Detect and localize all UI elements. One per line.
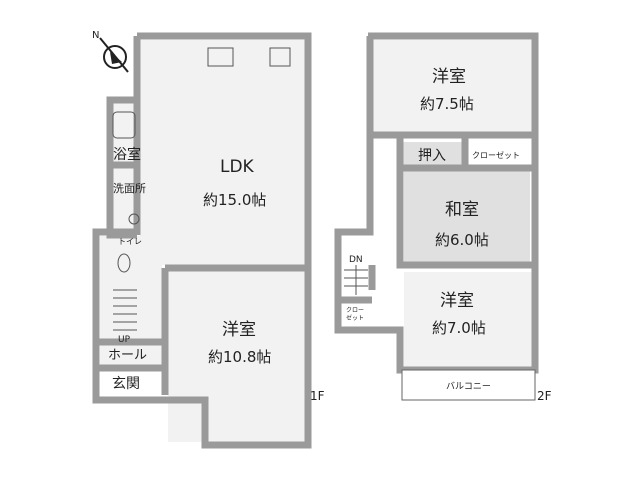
western-top-name: 洋室 (432, 67, 466, 87)
washroom-name: 洗面所 (113, 182, 146, 195)
washing-machine-icon (128, 213, 140, 225)
western-bottom-size: 約7.0帖 (432, 319, 486, 337)
western-1f-name: 洋室 (222, 320, 256, 340)
western-bottom-name: 洋室 (440, 291, 474, 311)
closet-1-name: クローゼット (472, 150, 520, 160)
stairs-2f (344, 265, 368, 295)
balcony (401, 369, 536, 401)
sink-icon (207, 47, 234, 67)
toilet-name: トイレ (118, 237, 142, 246)
compass-north-label: N (92, 30, 99, 41)
stairs-up-label: UP (118, 335, 131, 345)
stove-icon (269, 47, 291, 67)
toilet-icon (117, 253, 131, 273)
stairs-dn-label: DN (349, 255, 363, 265)
floor-2-label: 2F (537, 389, 552, 403)
floor-1-label: 1F (310, 389, 325, 403)
oshiire-name: 押入 (418, 148, 446, 164)
stairs-1f (113, 289, 137, 331)
japanese-room-size: 約6.0帖 (435, 231, 489, 249)
japanese-room-name: 和室 (445, 200, 479, 220)
closet-2-line1: クロー (346, 307, 364, 314)
entrance-name: 玄関 (112, 375, 140, 392)
bathtub-icon (112, 111, 136, 139)
hall-name: ホール (108, 348, 147, 363)
western-1f-size: 約10.8帖 (208, 348, 271, 366)
ldk-size: 約15.0帖 (203, 191, 266, 209)
bath-name: 浴室 (113, 146, 141, 163)
closet-2-line2: ゼット (346, 314, 364, 322)
balcony-name: バルコニー (446, 381, 491, 392)
floor-2: 洋室 約7.5帖 押入 クローゼット 和室 約6.0帖 DN クロー ゼット 洋… (334, 32, 552, 403)
western-top-size: 約7.5帖 (420, 95, 474, 113)
floor-1: LDK 約15.0帖 浴室 洗面所 トイレ UP ホール 玄関 洋室 約10.8… (92, 32, 325, 449)
ldk-name: LDK (220, 157, 255, 177)
compass-icon: N (92, 30, 129, 73)
